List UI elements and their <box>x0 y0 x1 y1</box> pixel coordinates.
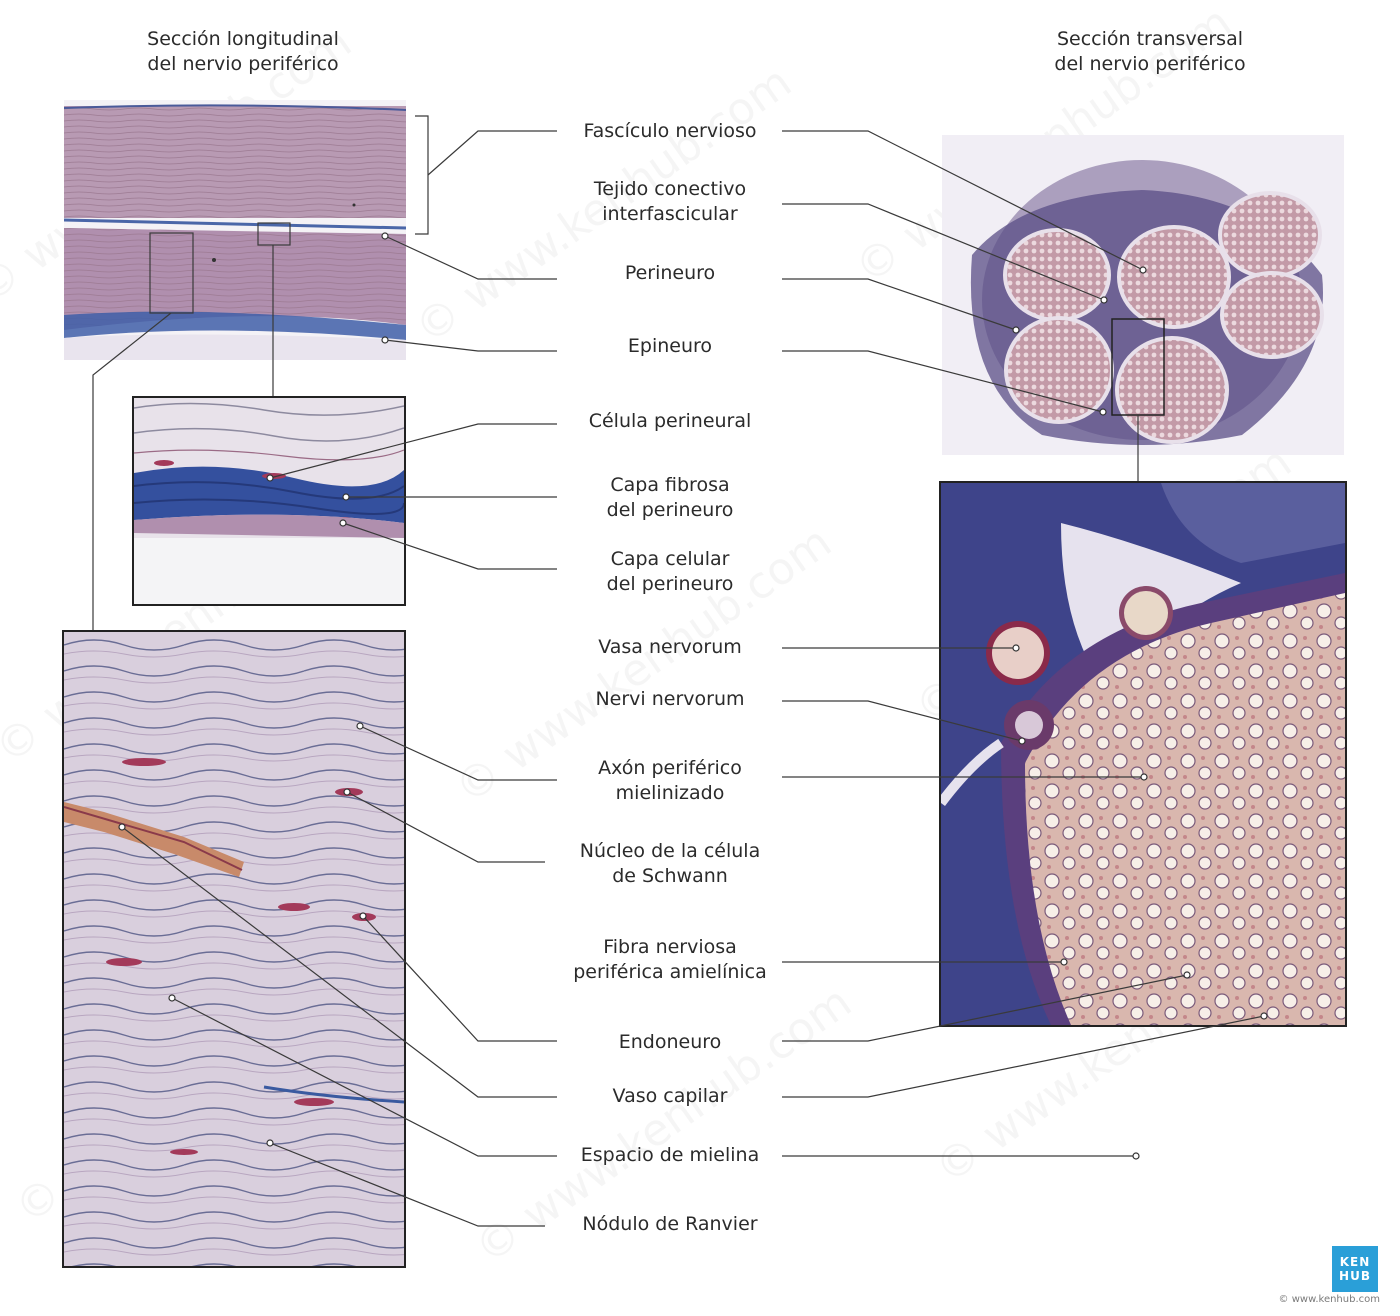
title-line: del nervio periférico <box>147 53 339 75</box>
label-line: Fascículo nervioso <box>583 120 757 142</box>
label-capa-celular: Capa celular del perineuro <box>550 547 790 597</box>
label-capa-fibrosa: Capa fibrosa del perineuro <box>550 473 790 523</box>
label-nucleo-schwann: Núcleo de la célula de Schwann <box>550 839 790 889</box>
title-longitudinal: Sección longitudinal del nervio periféri… <box>93 27 393 77</box>
label-celula-perineural: Célula perineural <box>550 409 790 434</box>
label-line: Capa celular <box>610 548 730 570</box>
leader-perineuro-right <box>782 278 1017 331</box>
label-line: interfascicular <box>602 203 738 225</box>
leader-fasciculo-left <box>427 130 557 176</box>
label-nodulo-ranvier: Nódulo de Ranvier <box>550 1212 790 1237</box>
callout-dot <box>118 823 126 831</box>
label-espacio-mielina: Espacio de mielina <box>550 1143 790 1168</box>
callout-dot <box>342 493 350 501</box>
callout-dot <box>1012 326 1020 334</box>
label-endoneuro: Endoneuro <box>550 1030 790 1055</box>
label-nervi-nervorum: Nervi nervorum <box>550 687 790 712</box>
leader-capa-celular <box>342 522 557 570</box>
label-line: Endoneuro <box>618 1031 722 1053</box>
label-line: Célula perineural <box>588 410 752 432</box>
label-line: Axón periférico <box>598 757 742 779</box>
zoom-box-endoneurium <box>149 232 194 314</box>
leader-fasciculo-right <box>782 130 1144 271</box>
callout-dot <box>1139 266 1147 274</box>
callout-dot <box>339 519 347 527</box>
leader-vaso-left <box>121 826 557 1098</box>
callout-dot <box>168 994 176 1002</box>
label-line: Vasa nervorum <box>598 636 742 658</box>
label-line: Tejido conectivo <box>593 178 747 200</box>
leader-nervi <box>782 700 1023 742</box>
label-line: Fibra nerviosa <box>603 936 737 958</box>
callout-dot <box>266 474 274 482</box>
label-line: Espacio de mielina <box>580 1144 760 1166</box>
leader-espacio-left <box>171 997 557 1157</box>
leader-endoneuro-left <box>362 915 557 1042</box>
callout-dot <box>1183 971 1191 979</box>
title-line: Sección longitudinal <box>147 28 339 50</box>
title-line: Sección transversal <box>1056 28 1244 50</box>
label-tejido-conectivo: Tejido conectivo interfascicular <box>550 177 790 227</box>
callout-dot <box>356 722 364 730</box>
label-perineuro: Perineuro <box>550 261 790 286</box>
title-transversal: Sección transversal del nervio periféric… <box>1000 27 1300 77</box>
leader-perineuro-left <box>384 235 557 280</box>
leader-epineuro-right <box>782 350 1104 413</box>
label-line: Nervi nervorum <box>595 688 745 710</box>
callout-dot <box>1132 1152 1140 1160</box>
label-vaso-capilar: Vaso capilar <box>550 1084 790 1109</box>
leader-tejido <box>782 203 1105 301</box>
callout-dot <box>1018 737 1026 745</box>
fasciculo-bracket <box>415 115 429 235</box>
title-line: del nervio periférico <box>1054 53 1246 75</box>
label-fasciculo-nervioso: Fascículo nervioso <box>550 119 790 144</box>
callout-dot <box>381 232 389 240</box>
label-vasa-nervorum: Vasa nervorum <box>550 635 790 660</box>
callout-dot <box>359 912 367 920</box>
transverse-overview-image <box>942 135 1344 455</box>
label-line: Capa fibrosa <box>610 474 730 496</box>
callout-dot <box>1100 296 1108 304</box>
leader-nodulo <box>269 1142 545 1227</box>
callout-dot <box>1260 1012 1268 1020</box>
leader-nucleo <box>346 791 545 863</box>
leader-endoneuro-right <box>782 974 1188 1042</box>
transverse-zoom-image <box>939 481 1347 1027</box>
kenhub-logo: KEN HUB <box>1332 1246 1378 1292</box>
label-line: Núcleo de la célula <box>579 840 761 862</box>
label-line: del perineuro <box>606 499 734 521</box>
callout-dot <box>1012 644 1020 652</box>
label-axon-periferico: Axón periférico mielinizado <box>550 756 790 806</box>
zoom-connector-endoneurium <box>92 312 172 630</box>
perineurium-zoom-image <box>132 396 406 606</box>
endoneurium-zoom-image <box>62 630 406 1268</box>
callout-dot <box>381 336 389 344</box>
footer-url: © www.kenhub.com <box>1278 1294 1380 1305</box>
callout-dot <box>1099 408 1107 416</box>
callout-dot <box>343 788 351 796</box>
label-line: Epineuro <box>627 335 713 357</box>
label-line: periférica amielínica <box>573 961 767 983</box>
label-epineuro: Epineuro <box>550 334 790 359</box>
leader-epineuro-left <box>384 339 557 352</box>
logo-line: HUB <box>1339 1269 1371 1283</box>
callout-dot <box>1060 958 1068 966</box>
leader-axon-left <box>359 725 557 781</box>
label-line: de Schwann <box>612 865 728 887</box>
leader-celula-perineural <box>269 423 557 479</box>
leader-vaso-right <box>782 1015 1265 1098</box>
callout-dot <box>266 1139 274 1147</box>
zoom-box-perineurium <box>257 222 291 246</box>
label-line: mielinizado <box>615 782 725 804</box>
label-line: Nódulo de Ranvier <box>582 1213 758 1235</box>
callout-dot <box>1140 773 1148 781</box>
logo-line: KEN <box>1339 1255 1371 1269</box>
label-line: del perineuro <box>606 573 734 595</box>
label-fibra-amielinica: Fibra nerviosa periférica amielínica <box>550 935 790 985</box>
label-line: Perineuro <box>624 262 716 284</box>
label-line: Vaso capilar <box>612 1085 728 1107</box>
